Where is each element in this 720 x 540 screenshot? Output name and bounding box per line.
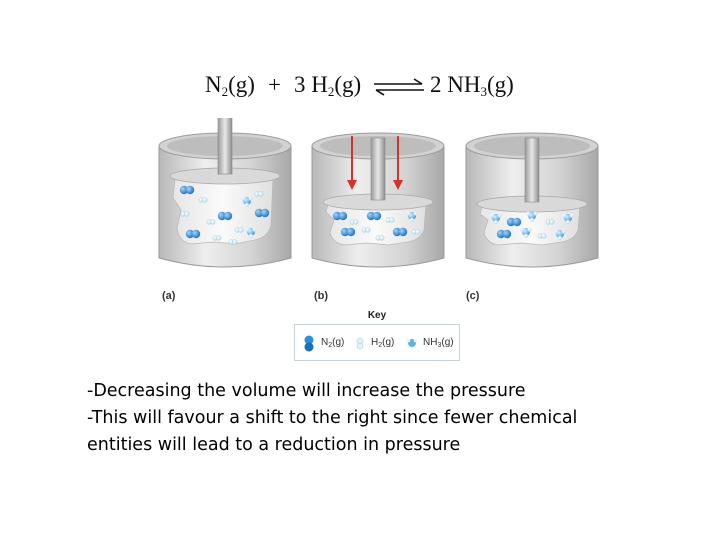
nh3-molecule-icon	[406, 338, 418, 347]
n2-molecule-icon	[304, 335, 314, 352]
cylinder-c	[465, 132, 599, 268]
caption-line-1: -Decreasing the volume will increase the…	[87, 381, 526, 401]
cylinder-label-b: (b)	[314, 290, 329, 302]
product-nh3: 2 NH3(g)	[430, 72, 514, 99]
key-legend: N2(g) H2(g) NH3(g)	[294, 324, 460, 361]
h2-molecule-icon	[356, 337, 364, 350]
plus-sign: +	[268, 72, 281, 97]
compression-arrows-icon	[347, 136, 403, 190]
equilibrium-arrow-icon	[374, 78, 424, 96]
reaction-equation: N2(g) + 3 H2(g) 2 NH3(g)	[0, 68, 720, 108]
cylinder-figure	[150, 118, 610, 368]
caption-line-3: entities will lead to a reduction in pre…	[87, 435, 461, 455]
cylinders-svg	[158, 118, 599, 268]
key-title: Key	[367, 310, 387, 321]
cylinder-b	[311, 132, 445, 268]
explanation-text: -Decreasing the volume will increase the…	[87, 378, 687, 459]
caption-line-2: -This will favour a shift to the right s…	[87, 408, 578, 428]
cylinder-label-a: (a)	[162, 290, 176, 302]
reactant-h2: 3 H2(g)	[294, 72, 362, 99]
cylinder-label-c: (c)	[466, 290, 480, 302]
cylinder-a	[158, 118, 292, 268]
reactant-n2: N2(g)	[205, 72, 255, 99]
